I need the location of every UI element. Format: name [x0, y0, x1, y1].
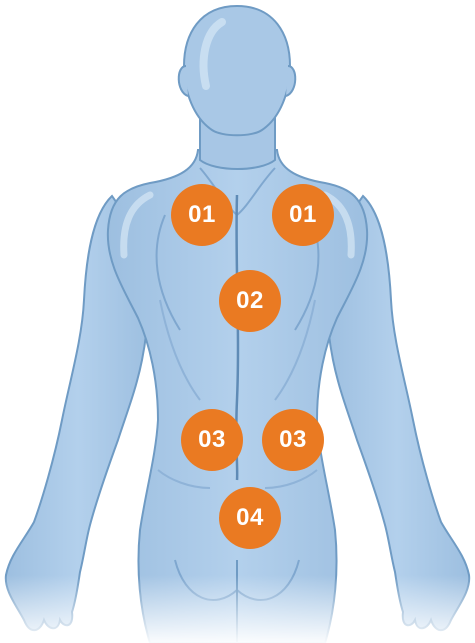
pain-marker-02: 02 [219, 270, 281, 332]
pain-marker-01-right: 01 [272, 184, 334, 246]
bottom-fade [0, 575, 475, 643]
pain-marker-03-left: 03 [181, 409, 243, 471]
pain-marker-01-left: 01 [171, 184, 233, 246]
pain-marker-04: 04 [219, 487, 281, 549]
pain-marker-03-right: 03 [262, 409, 324, 471]
